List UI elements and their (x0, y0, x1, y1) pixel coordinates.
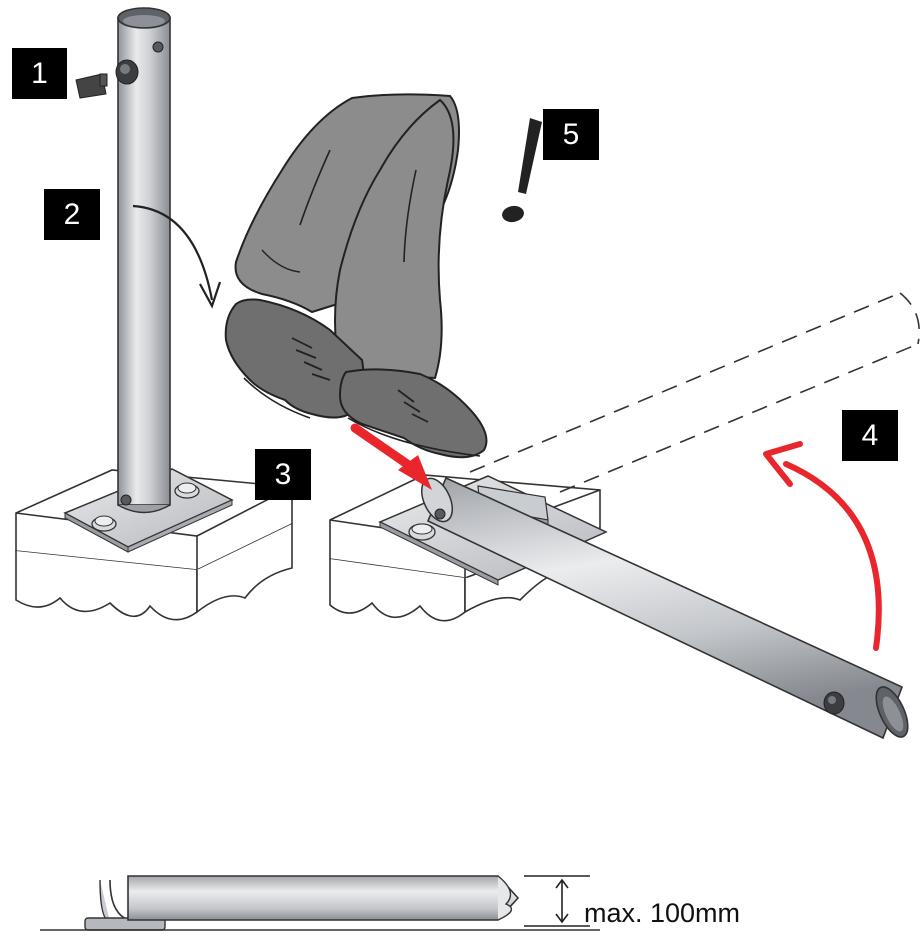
curved-red-arrow-icon (763, 441, 882, 651)
bolt-icon (408, 523, 436, 541)
person-legs (234, 93, 460, 380)
pin-hole-icon (115, 59, 139, 85)
raised-pole-outline (469, 292, 920, 493)
dimension-marker (524, 875, 590, 927)
stored-pole-detail (40, 875, 600, 931)
curved-arrow-icon (132, 204, 222, 309)
step-label-4: 4 (842, 410, 898, 461)
step-label-5: 5 (543, 109, 599, 160)
bolt-icon (91, 515, 117, 532)
bolt-icon (174, 482, 200, 499)
pole-end-opening (875, 686, 909, 738)
left-shoe (224, 298, 365, 419)
right-shoe (338, 368, 488, 459)
red-arrow-icon (350, 423, 432, 490)
vertical-pole (115, 7, 171, 514)
locking-pin-icon (75, 73, 108, 99)
exclamation-icon (502, 118, 542, 223)
step-label-2: 2 (44, 189, 100, 240)
dimension-label: max. 100mm (584, 898, 741, 928)
pin-hole-icon (823, 691, 845, 715)
step-label-1: 1 (12, 48, 67, 99)
step-label-3: 3 (255, 449, 311, 500)
lowered-pole (420, 476, 909, 740)
